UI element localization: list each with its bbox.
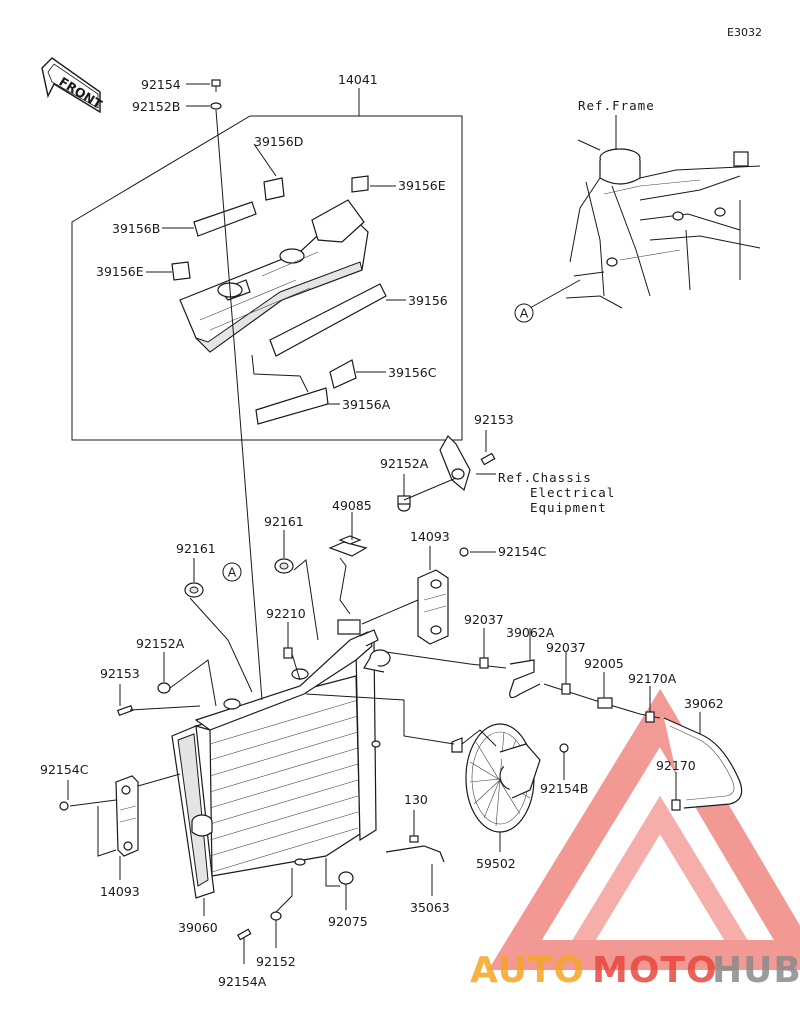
label-92037-b: 92037 xyxy=(546,640,586,655)
bracket-14093-lower xyxy=(115,775,139,857)
grommet-92161-mid xyxy=(274,558,294,574)
label-39062A: 39062A xyxy=(506,625,555,640)
bolt-92153-right xyxy=(480,452,496,466)
label-14041: 14041 xyxy=(338,72,378,87)
pad-39156C xyxy=(329,359,357,389)
radiator-39060 xyxy=(171,619,391,899)
label-39156B: 39156B xyxy=(112,221,160,236)
label-92161-mid: 92161 xyxy=(264,514,304,529)
pad-39156 xyxy=(269,283,387,357)
washer-92152 xyxy=(270,911,282,921)
frame-reference-drawing xyxy=(565,139,761,309)
fitting-92005 xyxy=(597,697,613,709)
pad-39156E-right xyxy=(351,175,369,193)
label-49085: 49085 xyxy=(332,498,372,513)
grommet-92152A-left xyxy=(157,682,171,694)
label-92154-top: 92154 xyxy=(141,77,181,92)
washer-92152B xyxy=(210,102,222,110)
label-39060: 39060 xyxy=(178,920,218,935)
watermark-text-auto: AUTO xyxy=(470,950,585,991)
bolt-92154-top xyxy=(211,79,221,92)
label-92037-a: 92037 xyxy=(464,612,504,627)
ref-chassis-label-line1: Ref.Chassis xyxy=(498,470,592,485)
watermark-triangle-inner xyxy=(557,795,763,965)
clamp-92037-a xyxy=(479,657,489,669)
front-arrow-icon xyxy=(41,57,101,114)
reference-marker-a-right-label: A xyxy=(520,306,529,321)
label-14093-upper: 14093 xyxy=(410,529,450,544)
label-92005: 92005 xyxy=(584,656,624,671)
label-92152: 92152 xyxy=(256,954,296,969)
grommet-92161-left xyxy=(184,582,204,598)
label-92075: 92075 xyxy=(328,914,368,929)
pad-39156B xyxy=(193,201,257,237)
watermark-logo xyxy=(488,688,800,970)
label-92161-left: 92161 xyxy=(176,541,216,556)
label-92170: 92170 xyxy=(656,758,696,773)
clamp-92170A xyxy=(645,711,655,723)
label-39062: 39062 xyxy=(684,696,724,711)
label-92152B: 92152B xyxy=(132,99,180,114)
damper-49085 xyxy=(328,535,368,557)
ref-chassis-label-line2: Electrical xyxy=(530,485,615,500)
label-92170A: 92170A xyxy=(628,671,677,686)
ref-frame-label: Ref.Frame xyxy=(578,98,655,113)
label-92153-right: 92153 xyxy=(474,412,514,427)
label-92152A-left: 92152A xyxy=(136,636,185,651)
reference-marker-a-left xyxy=(222,562,242,582)
label-14093-lower: 14093 xyxy=(100,884,140,899)
hose-39062A xyxy=(509,659,541,699)
pad-39156E-left xyxy=(171,261,191,281)
bolt-92153-left xyxy=(116,704,134,716)
label-39156E-left: 39156E xyxy=(96,264,144,279)
bracket-ref-chassis xyxy=(439,435,471,492)
assembly-frame-14041 xyxy=(71,115,463,441)
label-92153-left: 92153 xyxy=(100,666,140,681)
bolt-92154A xyxy=(236,928,252,941)
label-92152A-right: 92152A xyxy=(380,456,429,471)
shroud-assembly xyxy=(179,199,369,353)
clip-92210 xyxy=(283,647,293,659)
label-92154C-upper: 92154C xyxy=(498,544,547,559)
label-92154B: 92154B xyxy=(540,781,588,796)
bolt-92154B xyxy=(559,743,569,753)
label-39156A: 39156A xyxy=(342,397,391,412)
hose-39062 xyxy=(663,717,743,809)
clamp-92037-b xyxy=(561,683,571,695)
label-39156E-right: 39156E xyxy=(398,178,446,193)
bolt-92154C-upper xyxy=(459,547,469,557)
label-39156C: 39156C xyxy=(388,365,437,380)
fan-59502 xyxy=(451,723,541,833)
label-92154A: 92154A xyxy=(218,974,267,989)
label-39156D: 39156D xyxy=(254,134,303,149)
label-130: 130 xyxy=(404,792,428,807)
label-59502: 59502 xyxy=(476,856,516,871)
label-35063: 35063 xyxy=(410,900,450,915)
clamp-92170 xyxy=(671,799,681,811)
tube-35063 xyxy=(385,845,445,863)
bolt-92154C-lower xyxy=(59,801,69,811)
pad-39156D xyxy=(263,177,285,201)
reference-marker-a-right xyxy=(514,303,534,323)
watermark-text-hub: HUB xyxy=(712,950,800,991)
pad-39156A xyxy=(255,387,329,425)
watermark-text-moto: MOTO xyxy=(592,950,718,991)
clamp-130 xyxy=(409,835,419,843)
label-92154C-lower: 92154C xyxy=(40,762,89,777)
leader-lines xyxy=(67,83,701,964)
watermark-triangle-outer xyxy=(488,688,800,970)
label-92210: 92210 xyxy=(266,606,306,621)
grommet-92075 xyxy=(338,871,354,885)
label-39156: 39156 xyxy=(408,293,448,308)
reference-marker-a-left-label: A xyxy=(228,565,237,580)
diagram-code: E3032 xyxy=(727,26,762,39)
bracket-14093-upper xyxy=(417,569,449,645)
ref-chassis-label-line3: Equipment xyxy=(530,500,607,515)
